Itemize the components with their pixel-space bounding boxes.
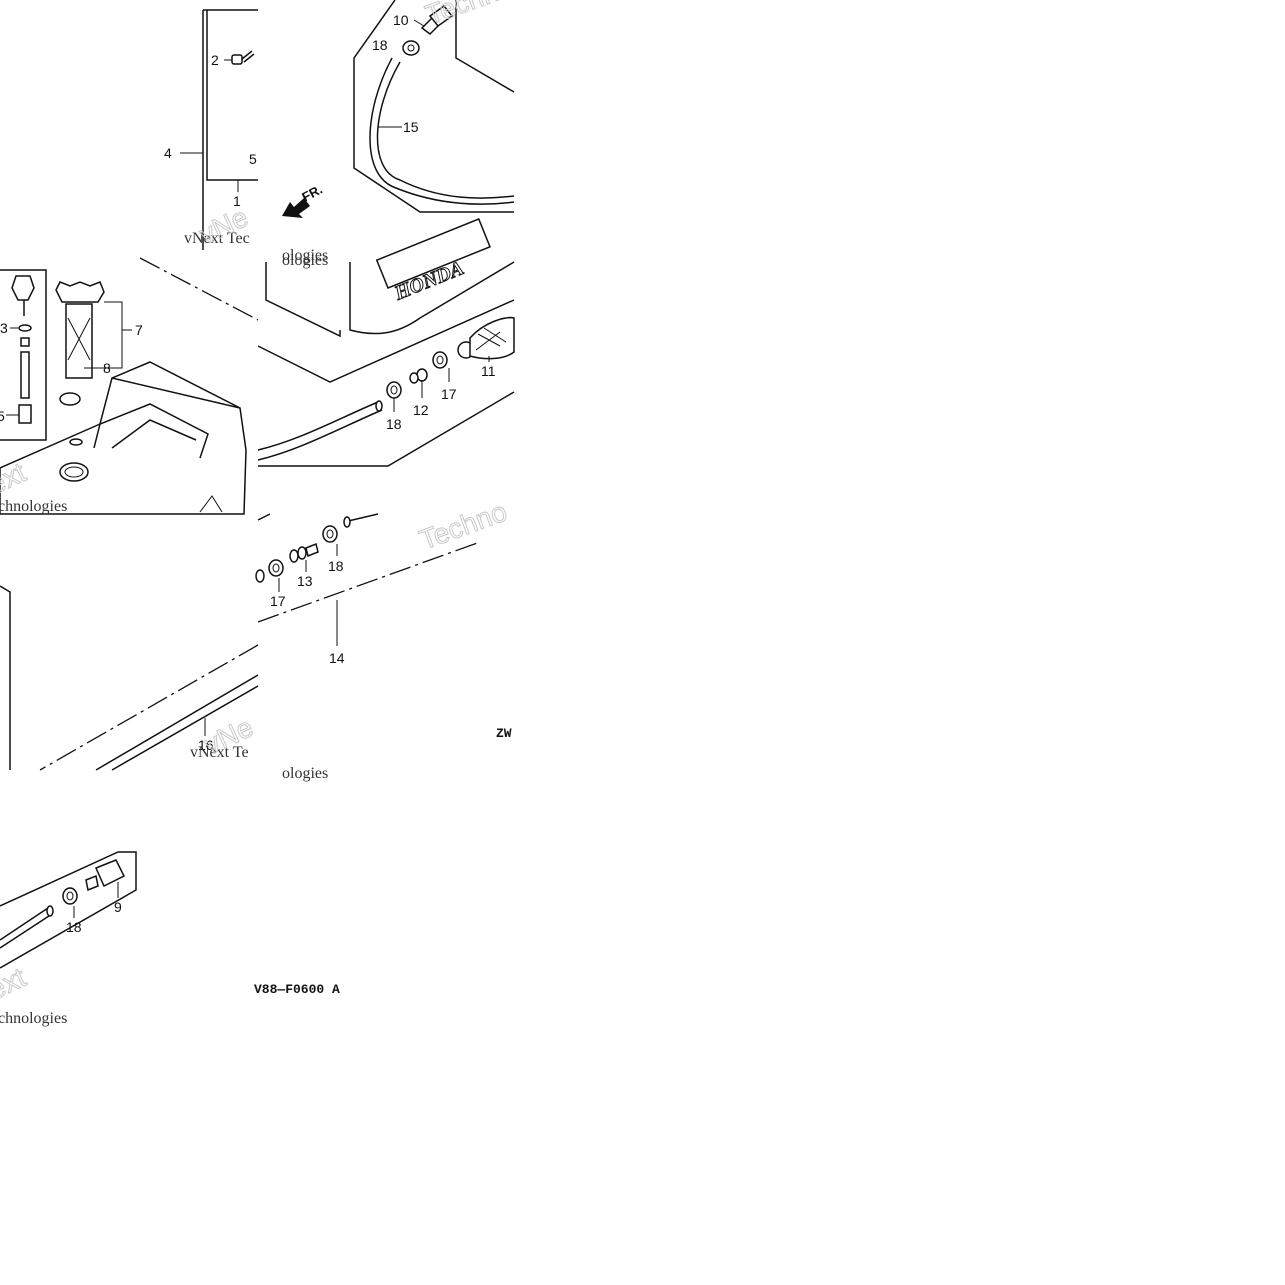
bolt-part-2 — [231, 50, 255, 65]
callout-2: 2 — [211, 52, 219, 68]
tile-primer-line: HONDA 18 12 17 11 ologies — [257, 218, 515, 467]
callout-18: 18 — [386, 416, 402, 432]
watermark-outline: Techno — [415, 496, 510, 556]
clip-part-17 — [432, 351, 448, 369]
watermark-text: chnologies — [0, 498, 67, 515]
callout-4: 4 — [164, 145, 172, 161]
tile-bracket-assembly: 2 4 5 1 vNext Tec vNe — [164, 9, 258, 251]
watermark-text: ologies — [282, 252, 328, 269]
connector-part-13 — [289, 542, 319, 563]
callout-18: 18 — [66, 919, 82, 935]
watermark-outline: Techn — [421, 0, 502, 31]
drawing-code: ZW — [496, 726, 512, 741]
tile-tank-side: 16 vNext Te vNe — [0, 585, 259, 771]
callout-13: 13 — [297, 573, 313, 589]
callout-10: 10 — [393, 12, 409, 28]
callout-8: 8 — [103, 360, 111, 376]
callout-1: 1 — [233, 193, 241, 209]
callout-12: 12 — [413, 402, 429, 418]
connector-part-12 — [409, 368, 428, 384]
callout-5: 5 — [0, 408, 5, 424]
tile-hose-fittings: 17 13 18 14 ZW Techno ologies — [255, 495, 512, 782]
fuel-gauge-part-3 — [11, 275, 35, 424]
callout-18: 18 — [328, 558, 344, 574]
tile-connector-9: 18 9 ext chnologies — [0, 851, 137, 1027]
callout-16: 16 — [198, 737, 214, 753]
callout-17: 17 — [270, 593, 286, 609]
watermark-outline: ext — [0, 961, 31, 1005]
clip-part-17-lower — [255, 559, 284, 583]
front-arrow-icon: FR. — [282, 182, 325, 218]
clip-part-18-mid — [386, 381, 402, 399]
callout-7: 7 — [135, 322, 143, 338]
tile-code: V88—F0600 A — [254, 982, 340, 997]
callout-18: 18 — [372, 37, 388, 53]
filter-strainer-part-7 — [55, 281, 105, 406]
watermark-text: ologies — [282, 247, 328, 264]
callout-14: 14 — [329, 650, 345, 666]
fuel-tank-body — [0, 361, 247, 515]
watermark-text: ologies — [282, 765, 328, 782]
callout-17: 17 — [441, 386, 457, 402]
connector-part-10 — [420, 4, 454, 35]
callout-11: 11 — [481, 363, 496, 379]
tile-fuel-tank: 3 5 7 8 ext chnologies — [0, 257, 259, 515]
connector-part-9 — [85, 859, 126, 892]
callout-9: 9 — [114, 899, 122, 915]
clip-part-18-bottom — [62, 887, 78, 905]
callout-15: 15 — [403, 119, 419, 135]
drawing-code: V88—F0600 A — [254, 982, 340, 997]
primer-bulb-part-11 — [457, 316, 515, 360]
clip-part-18-top — [402, 40, 420, 56]
watermark-text: vNext Te — [190, 744, 249, 761]
watermark-text: chnologies — [0, 1010, 67, 1027]
callout-5: 5 — [249, 151, 257, 167]
watermark-text: vNext Tec — [184, 230, 250, 247]
clip-part-18-lower — [322, 525, 338, 543]
callout-3: 3 — [0, 320, 8, 336]
